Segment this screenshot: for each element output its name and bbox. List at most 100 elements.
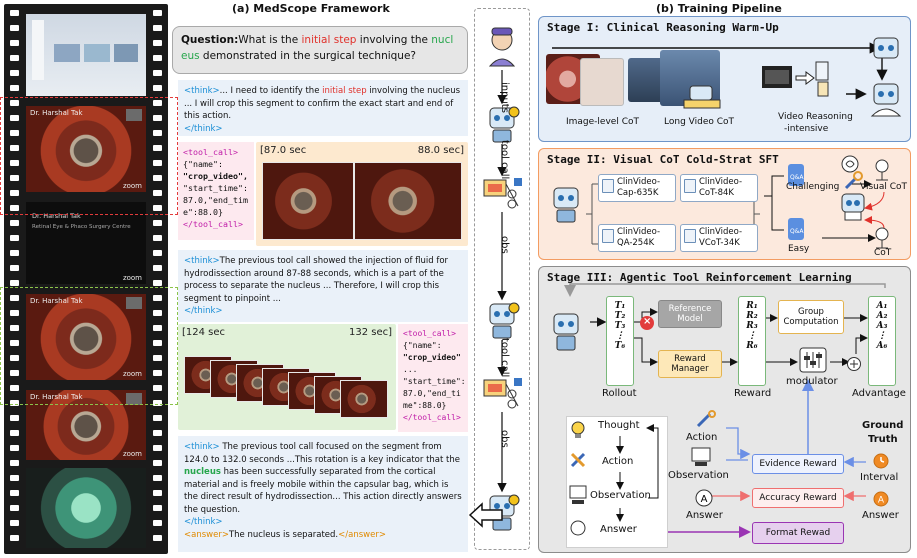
think-highlight: nucleus [184,467,221,477]
tool-call-line: "crop_video" [403,353,461,362]
tool-call-line: {"name": [403,341,442,350]
qa-icon-label: Q&A [790,228,804,235]
stage-2-arrows [764,175,885,242]
film-sprocket-hole [153,430,162,436]
film-strip: Dr. Harshal Tak zoom Dr. Harshal Tak Ret… [4,4,168,554]
tool-call-close-tag: </tool_call> [183,219,243,229]
film-sprocket-hole [153,190,162,196]
tool-call-line: "crop_video", [183,171,248,181]
tool-call-line: {"name": [183,159,223,169]
think-text: The previous tool call focused on the se… [184,442,460,465]
tool-call-line: 87.0,"end_tim [183,195,248,205]
label-reward: Reward [734,388,772,399]
rollout-column: T₁ T₂ T₃ ⋮ T₆ [606,296,634,386]
film-sprocket-hole [10,85,19,91]
dataset-name: ClinVideo- [617,227,661,237]
reward-manager-box: Reward Manager [658,350,722,378]
label-challenging: Challenging [786,182,840,192]
label-obs-1: obs [499,236,510,254]
label-tool-call-2: tool call [499,338,510,378]
film-sprocket-hole [10,25,19,31]
film-sprocket-hole [10,400,19,406]
label-inputs: inputs [499,82,510,113]
pipeline-heading: (b) Training Pipeline [656,2,782,15]
film-sprocket-hole [10,295,19,301]
film-frame-surgery-3: Dr. Harshal Tak zoom [26,390,146,460]
rollout-item: T₆ [614,341,626,351]
film-sprocket-hole [10,190,19,196]
film-sprocket-hole [10,325,19,331]
tool-call-line: "start_time": [403,377,466,386]
film-sprocket-hole [153,340,162,346]
doctor-user-icon [488,27,516,67]
frame-name: Dr. Harshal Tak [30,393,83,401]
close-icon: × [640,316,654,330]
film-sprocket-hole [153,235,162,241]
rollout-item: T₂ [614,311,626,321]
document-icon [602,179,614,193]
think-text: ... I need to identify the [219,86,323,96]
stage-2-title: Stage II: Visual CoT Cold-Strat SFT [547,153,779,166]
film-sprocket-hole [153,25,162,31]
zoom-label: zoom [122,450,142,458]
group-computation-box: Group Computation [778,300,844,334]
film-sprocket-hole [10,505,19,511]
observation-screen-icon [691,447,711,466]
rollout-item: ⋮ [615,331,625,341]
think-text: involving the nucleus ... I will crop th… [184,86,461,121]
camera-thumbnail [126,393,142,405]
answer-open-tag: <answer> [184,529,229,540]
format-reward-box: Format Rewad [752,522,844,544]
zoom-label: zoom [122,370,142,378]
dataset-size: VCoT-34K [699,238,740,248]
advantage-item: A₁ [876,301,888,311]
clip-87-88: [87.0 sec 88.0 sec] [256,142,468,246]
film-sprocket-hole [10,280,19,286]
label-tool-call-1: tool call [499,140,510,180]
flow-observation: Observation [590,490,651,501]
clock-icon [873,453,889,469]
stage-1-title: Stage I: Clinical Reasoning Warm-Up [547,21,779,34]
stage-1-arrows [552,42,888,100]
reference-model-box: Reference Model [658,300,722,328]
dataset-cot-84k: ClinVideo- CoT-84K [680,174,758,202]
reward-item: R₁ [746,301,758,311]
answer-close-tag: </answer> [338,529,386,540]
film-sprocket-hole [10,250,19,256]
tool-call-line: ... [403,365,418,374]
film-sprocket-hole [153,535,162,541]
label-visual-cot: Visual CoT [860,182,908,192]
film-sprocket-hole [153,355,162,361]
film-sprocket-hole [10,115,19,121]
document-icon [684,179,696,193]
label-answer-gt: Answer [862,510,899,521]
rollout-item: T₁ [614,301,626,311]
film-sprocket-hole [10,535,19,541]
film-sprocket-hole [153,160,162,166]
image-level-tile-2 [580,58,624,106]
think-block-1: <think>... I need to identify the initia… [178,80,468,136]
film-sprocket-hole [153,10,162,16]
clip-start-time: [87.0 sec [260,145,307,156]
doctor-robot-icon-stage2 [841,193,865,221]
question-text: involving the [356,34,432,46]
film-sprocket-hole [10,370,19,376]
crop-video-icon [483,378,522,409]
think-close-tag: </think> [184,306,223,316]
location-pin-icon [875,159,889,181]
film-sprocket-hole [10,235,19,241]
answer-letter-icon: A [695,489,713,507]
film-sprocket-hole [10,55,19,61]
robot-icon-stage3 [553,313,579,351]
crop-video-icon [483,178,522,209]
film-sprocket-hole [153,310,162,316]
film-sprocket-hole [153,325,162,331]
label-advantage: Advantage [852,388,906,399]
question-label: Question: [181,34,239,46]
film-sprocket-hole [153,40,162,46]
advantage-item: A₃ [876,321,888,331]
document-icon [684,229,696,243]
answer-badge-icon: A [873,491,889,507]
think-text: has been successfully separated from the… [184,467,462,515]
film-sprocket-hole [10,430,19,436]
